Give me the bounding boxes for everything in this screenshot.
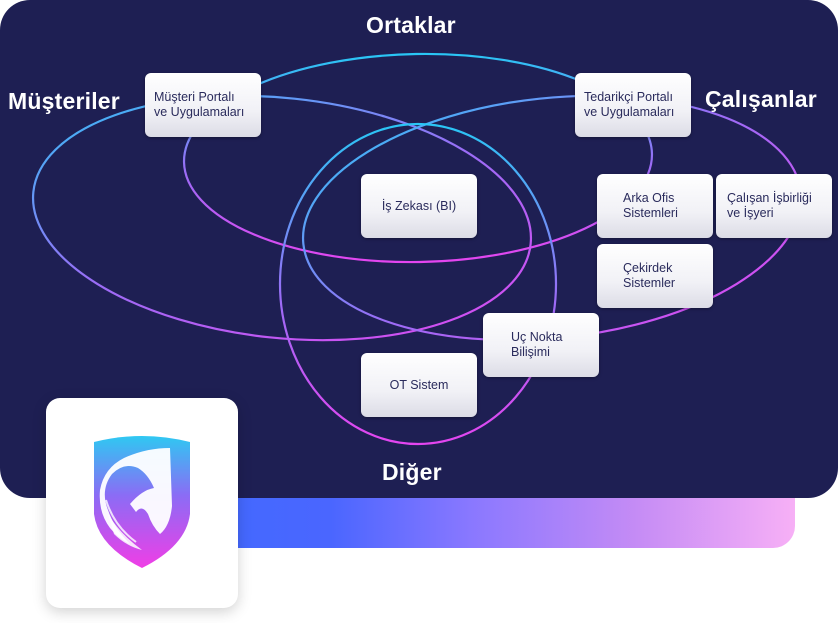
system-box-employee-collaboration: Çalışan İşbirliği ve İşyeri [716,174,832,238]
horse-shield-icon [94,436,190,568]
system-box-ot-system: OT Sistem [361,353,477,417]
logo-card [46,398,238,608]
group-label-customers: Müşteriler [8,88,120,114]
system-label: Arka Ofis Sistemleri [623,191,678,220]
system-box-back-office: Arka Ofis Sistemleri [597,174,713,238]
system-box-supplier-portal: Tedarikçi Portalı ve Uygulamaları [575,73,691,137]
system-box-endpoint: Uç Nokta Bilişimi [483,313,599,377]
other-ring [278,122,558,446]
system-label: İş Zekası (BI) [381,198,457,213]
system-label: Uç Nokta Bilişimi [511,330,563,359]
system-label: Çekirdek Sistemler [623,261,676,290]
group-label-partners: Ortaklar [366,12,456,38]
system-label: Müşteri Portalı ve Uygulamaları [154,90,245,119]
system-label: OT Sistem [389,377,449,392]
group-label-other: Diğer [382,459,442,485]
system-box-customer-portal: Müşteri Portalı ve Uygulamaları [145,73,261,137]
system-label: Çalışan İşbirliği ve İşyeri [727,191,812,220]
group-label-employees: Çalışanlar [705,86,817,112]
customers-ring [31,94,533,342]
system-box-business-intelligence: İş Zekası (BI) [361,174,477,238]
system-box-core-systems: Çekirdek Sistemler [597,244,713,308]
system-label: Tedarikçi Portalı ve Uygulamaları [584,90,675,119]
partners-ring [182,52,654,264]
